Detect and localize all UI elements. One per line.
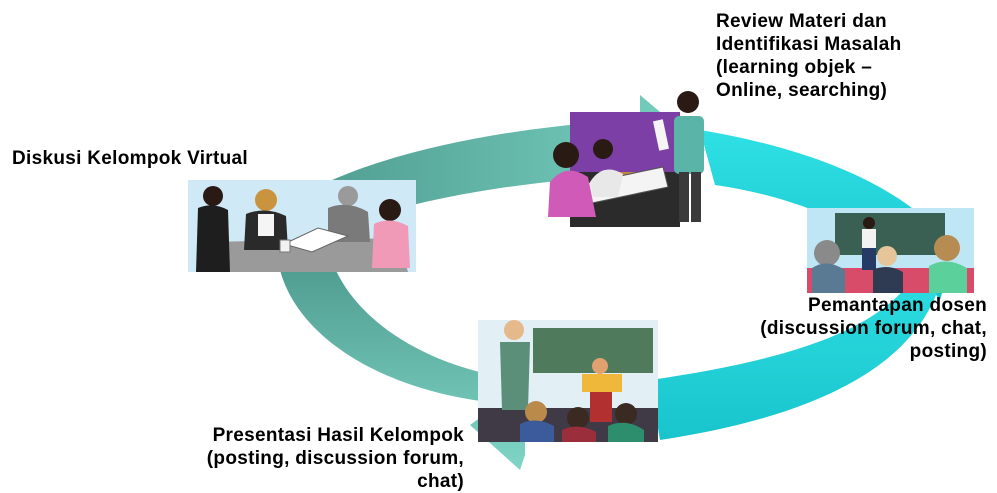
label-review-line-2: Identifikasi Masalah bbox=[716, 34, 902, 55]
presentasi-clipart bbox=[478, 320, 658, 442]
label-diskusi: Diskusi Kelompok Virtual bbox=[12, 147, 248, 170]
label-pemantapan: Pemantapan dosen (discussion forum, chat… bbox=[760, 294, 987, 363]
label-review-line-3: (learning objek – bbox=[716, 57, 873, 78]
label-review: Review Materi dan Identifikasi Masalah (… bbox=[716, 10, 902, 102]
label-diskusi-line-1: Diskusi Kelompok Virtual bbox=[12, 148, 248, 169]
label-review-line-4: Online, searching) bbox=[716, 80, 888, 101]
label-presentasi-line-2: (posting, discussion forum, bbox=[206, 448, 464, 469]
label-presentasi-line-3: chat) bbox=[417, 471, 464, 492]
label-presentasi-line-1: Presentasi Hasil Kelompok bbox=[212, 425, 464, 446]
cycle-arrow-left bbox=[280, 255, 525, 470]
label-pemantapan-line-1: Pemantapan dosen bbox=[807, 295, 987, 316]
pemantapan-clipart bbox=[807, 208, 974, 293]
label-pemantapan-line-2: (discussion forum, chat, bbox=[760, 318, 987, 339]
cycle-arrow-bottom bbox=[650, 260, 945, 440]
label-pemantapan-line-3: posting) bbox=[909, 341, 987, 362]
diskusi-clipart bbox=[188, 180, 416, 272]
label-presentasi: Presentasi Hasil Kelompok (posting, disc… bbox=[207, 424, 464, 493]
label-review-line-1: Review Materi dan bbox=[716, 11, 887, 32]
review-clipart bbox=[548, 91, 704, 227]
